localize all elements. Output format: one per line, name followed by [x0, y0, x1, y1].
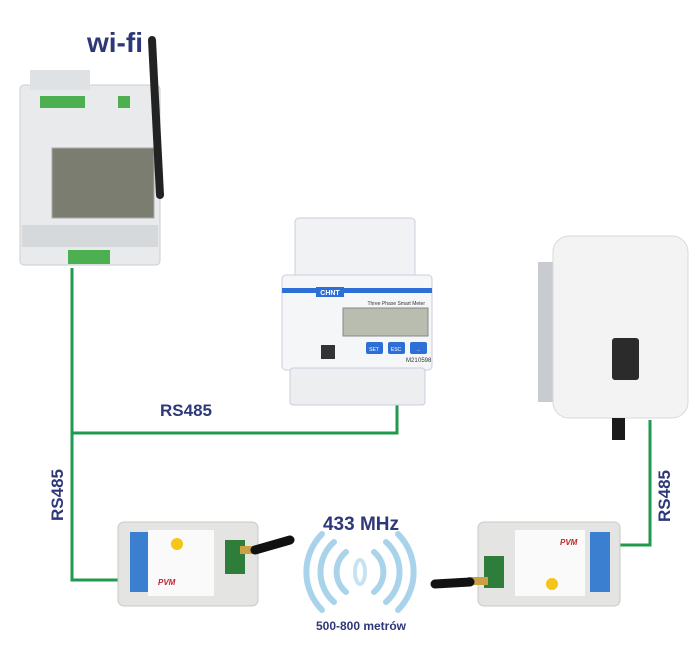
wire-bus-to-meter — [72, 405, 399, 435]
set-button: SET — [369, 347, 379, 353]
rs485-right-label: RS485 — [655, 470, 674, 522]
meter-code: 0598 — [418, 358, 432, 364]
range-label: 500-800 metrów — [316, 619, 407, 633]
wifi-label: wi-fi — [86, 27, 143, 58]
qr-code-icon — [321, 345, 335, 359]
rs485-left-label: RS485 — [48, 469, 67, 521]
radio-module-left: PVM — [117, 521, 295, 607]
radio-module-right: PVM — [430, 521, 621, 607]
module-brand-right: PVM — [560, 538, 578, 547]
frequency-label: 433 MHz — [323, 514, 399, 535]
esc-button: ESC — [391, 347, 402, 353]
wire-controller-to-left-module — [70, 268, 125, 582]
meter-mark: M21 — [406, 358, 418, 364]
antenna-icon — [148, 36, 164, 199]
rs485-meter-label: RS485 — [160, 401, 212, 420]
arrow-button: → — [416, 347, 421, 353]
meter-title: Three Phase Smart Meter — [367, 301, 425, 307]
smart-meter: CHNT Three Phase Smart Meter SET ESC → M… — [281, 217, 433, 406]
inverter — [538, 235, 689, 440]
wifi-controller — [19, 36, 164, 266]
meter-brand: CHNT — [320, 290, 340, 297]
radio-waves-icon — [303, 531, 417, 613]
module-brand-left: PVM — [158, 578, 176, 587]
